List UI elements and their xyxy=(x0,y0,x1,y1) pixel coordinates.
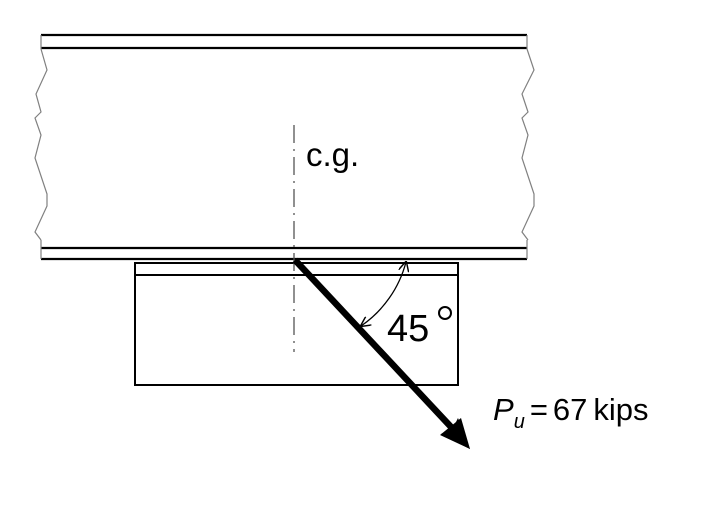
right-break-line-icon xyxy=(521,48,535,241)
force-arrow-shaft xyxy=(292,257,455,431)
angle-arc-icon xyxy=(361,262,406,326)
arrowhead-body xyxy=(440,418,470,449)
force-arrow xyxy=(292,257,470,449)
beam xyxy=(34,33,535,261)
left-break-line-icon xyxy=(34,48,48,241)
degree-symbol-icon xyxy=(438,306,452,320)
cg-label: c.g. xyxy=(306,136,359,173)
angle-label: 45 xyxy=(387,308,429,350)
